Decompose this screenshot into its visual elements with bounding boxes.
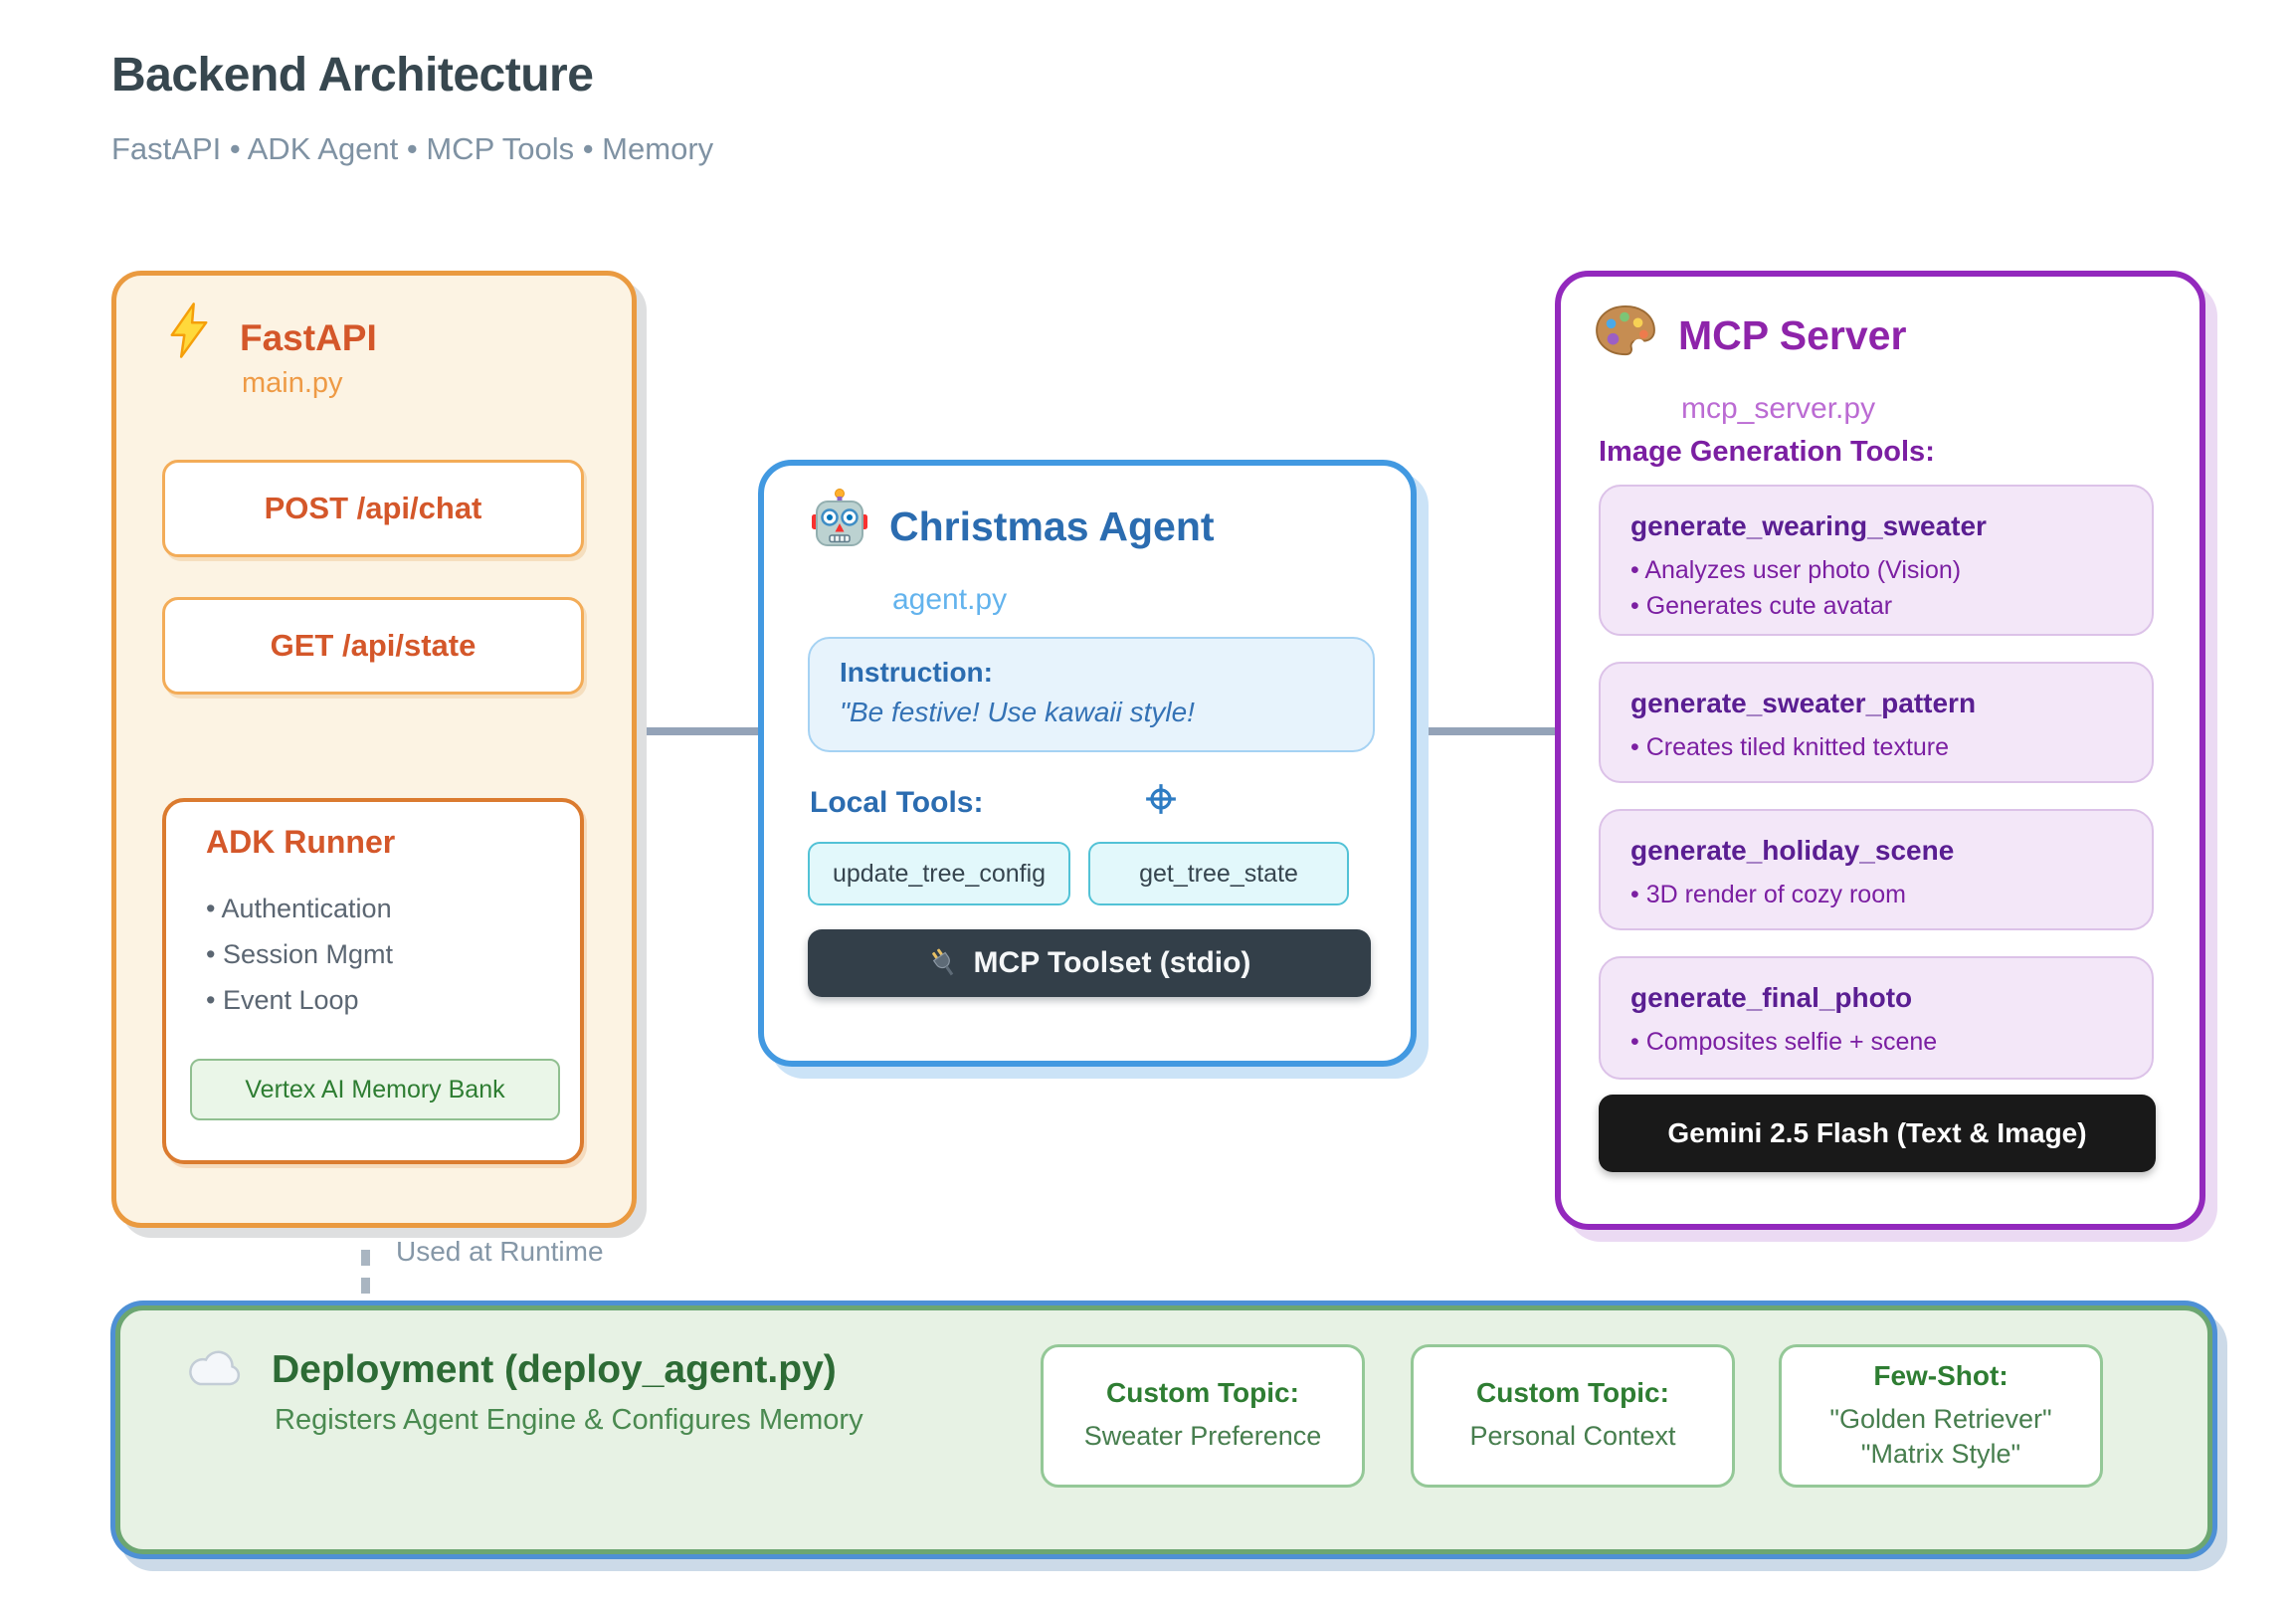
fastapi-file: main.py: [242, 367, 343, 399]
mcp-tool-bullet: Composites selfie + scene: [1630, 1024, 2152, 1060]
mcp-server-file: mcp_server.py: [1681, 392, 1876, 425]
instruction-label: Instruction:: [840, 657, 993, 688]
instruction-box: Instruction: "Be festive! Use kawaii sty…: [808, 637, 1375, 752]
deployment-subtitle: Registers Agent Engine & Configures Memo…: [275, 1404, 863, 1436]
mcp-tool-card-generate-final-photo: generate_final_photo Composites selfie +…: [1599, 956, 2154, 1080]
mcp-tool-name: generate_holiday_scene: [1630, 835, 1955, 866]
runner-item-authentication: Authentication: [206, 894, 391, 924]
runner-item-session-mgmt: Session Mgmt: [206, 939, 393, 970]
instruction-text: "Be festive! Use kawaii style!: [840, 697, 1195, 727]
crosshair-icon: [1146, 784, 1176, 814]
mcp-server-title: MCP Server: [1678, 312, 1907, 358]
mcp-tool-bullet: Creates tiled knitted texture: [1630, 729, 2152, 765]
vertex-ai-memory-bank-chip: Vertex AI Memory Bank: [190, 1059, 560, 1120]
deploy-chip-label: Few-Shot:: [1873, 1359, 2009, 1391]
deploy-chip-label: Custom Topic:: [1106, 1377, 1299, 1409]
mcp-tool-card-generate-wearing-sweater: generate_wearing_sweater Analyzes user p…: [1599, 485, 2154, 636]
deploy-chip-sweater-preference: Custom Topic: Sweater Preference: [1041, 1344, 1365, 1488]
deploy-chip-personal-context: Custom Topic: Personal Context: [1411, 1344, 1735, 1488]
deploy-chip-value: "Golden Retriever" "Matrix Style": [1782, 1402, 2100, 1472]
mcp-toolset-bar-label: MCP Toolset (stdio): [973, 946, 1251, 979]
mcp-tool-bullet: 3D render of cozy room: [1630, 877, 2152, 912]
christmas-agent-box: Christmas Agent agent.py Instruction: "B…: [758, 460, 1417, 1067]
endpoint-get-api-state: GET /api/state: [162, 597, 584, 695]
connector-fastapi-agent: [621, 727, 764, 735]
fastapi-title: FastAPI: [240, 317, 377, 358]
deploy-chip-few-shot: Few-Shot: "Golden Retriever" "Matrix Sty…: [1779, 1344, 2103, 1488]
runtime-label: Used at Runtime: [396, 1236, 604, 1267]
mcp-tool-bullet: Analyzes user photo (Vision): [1630, 552, 2152, 588]
plug-icon: [931, 948, 953, 976]
gemini-model-bar: Gemini 2.5 Flash (Text & Image): [1599, 1095, 2156, 1172]
local-tools-label: Local Tools:: [810, 786, 984, 819]
deploy-chip-value: Personal Context: [1469, 1421, 1676, 1452]
connector-agent-mcp: [1399, 727, 1560, 735]
page-title: Backend Architecture: [111, 49, 594, 101]
palette-icon: [1596, 304, 1655, 356]
cloud-icon: [189, 1350, 241, 1386]
mcp-tool-name: generate_sweater_pattern: [1630, 688, 1977, 718]
connector-runtime-dashed: [361, 1222, 370, 1305]
mcp-tool-name: generate_final_photo: [1630, 982, 1913, 1013]
robot-icon: [812, 489, 867, 546]
tool-chip-update-tree-config: update_tree_config: [808, 842, 1070, 905]
mcp-tool-bullet: Generates cute avatar: [1630, 588, 2152, 624]
adk-runner-box: ADK Runner Authentication Session Mgmt E…: [162, 798, 584, 1164]
adk-runner-title: ADK Runner: [206, 824, 396, 860]
lightning-icon: [170, 302, 208, 358]
fastapi-box: FastAPI main.py POST /api/chat GET /api/…: [111, 271, 637, 1228]
deploy-chip-value: Sweater Preference: [1083, 1421, 1322, 1452]
christmas-agent-title: Christmas Agent: [889, 503, 1215, 549]
mcp-tool-card-generate-sweater-pattern: generate_sweater_pattern Creates tiled k…: [1599, 662, 2154, 783]
image-generation-tools-label: Image Generation Tools:: [1599, 436, 1935, 468]
deploy-chip-value-line2: "Matrix Style": [1860, 1439, 2021, 1469]
deployment-title: Deployment (deploy_agent.py): [272, 1348, 837, 1391]
deploy-chip-value-line1: "Golden Retriever": [1829, 1403, 2052, 1434]
mcp-tool-card-generate-holiday-scene: generate_holiday_scene 3D render of cozy…: [1599, 809, 2154, 930]
endpoint-post-api-chat: POST /api/chat: [162, 460, 584, 557]
deployment-box: Deployment (deploy_agent.py) Registers A…: [115, 1305, 2212, 1554]
page-subtitle: FastAPI • ADK Agent • MCP Tools • Memory: [111, 131, 714, 166]
runner-item-event-loop: Event Loop: [206, 985, 359, 1016]
deploy-chip-label: Custom Topic:: [1476, 1377, 1669, 1409]
mcp-toolset-bar: MCP Toolset (stdio): [808, 929, 1371, 997]
mcp-tool-name: generate_wearing_sweater: [1630, 510, 1987, 541]
christmas-agent-file: agent.py: [892, 583, 1008, 616]
mcp-server-box: MCP Server mcp_server.py Image Generatio…: [1555, 271, 2205, 1230]
tool-chip-get-tree-state: get_tree_state: [1088, 842, 1349, 905]
